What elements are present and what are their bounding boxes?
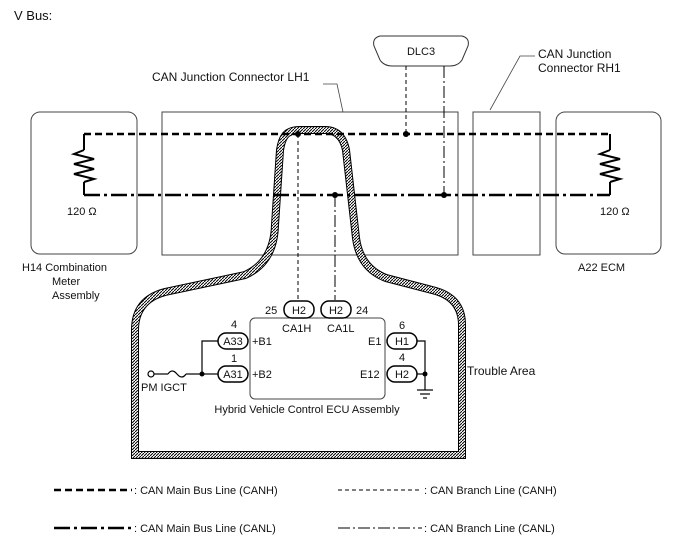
b1-signal-label: +B1 [252, 336, 272, 348]
can-junction-connector-lh1-box [161, 111, 459, 256]
ecu-canl-junction-dot [332, 192, 338, 198]
legend-branch-canh-label: : CAN Branch Line (CANH) [424, 485, 557, 497]
left-resistor-value: 120 Ω [67, 206, 97, 218]
ca1l-signal-label: CA1L [327, 323, 355, 335]
right-resistor-value: 120 Ω [600, 206, 630, 218]
ca1h-pin-number: 25 [265, 305, 277, 317]
h2-ground-connector-id: H2 [395, 369, 409, 381]
ca1l-connector [320, 300, 352, 319]
e12-pin-number: 4 [399, 352, 405, 364]
can-jc-lh1-label: CAN Junction Connector LH1 [152, 70, 310, 84]
e1-ground-wire [417, 340, 426, 390]
ecm-box [555, 111, 662, 255]
ca1h-connector [283, 300, 315, 319]
legend-main-canh-label: : CAN Main Bus Line (CANH) [134, 485, 278, 497]
meter-label-line3: Assembly [52, 290, 100, 302]
fuse-icon [167, 370, 187, 378]
meter-label-line1: H14 Combination [22, 262, 107, 274]
lh1-leader-line [323, 83, 344, 113]
ecm-label: A22 ECM [578, 262, 625, 274]
b1-b2-link-wire [201, 340, 218, 374]
dlc3-connector [373, 35, 469, 67]
legend-branch-canl-label: : CAN Branch Line (CANL) [424, 523, 555, 535]
can-jc-rh1-label-line2: Connector RH1 [538, 61, 621, 75]
b1-pin-number: 4 [231, 319, 237, 331]
hv-ecu-box [249, 317, 386, 400]
rh1-leader-line [489, 55, 535, 111]
legend-main-canl-label: : CAN Main Bus Line (CANL) [134, 523, 276, 535]
h1-connector-id: H1 [395, 336, 409, 348]
ca1l-connector-id: H2 [329, 305, 343, 317]
b2-signal-label: +B2 [252, 369, 272, 381]
hv-ecu-label: Hybrid Vehicle Control ECU Assembly [214, 404, 400, 416]
power-source-label: PM IGCT [141, 382, 187, 394]
dlc3-label: DLC3 [407, 46, 435, 58]
can-jc-rh1-label-line1: CAN Junction [538, 47, 611, 61]
ecu-canh-junction-dot [295, 131, 301, 137]
meter-label-line2: Meter [52, 276, 80, 288]
power-source-terminal-icon [147, 370, 155, 378]
dlc3-canh-junction-dot [403, 131, 409, 137]
dlc3-canl-junction-dot [441, 192, 447, 198]
ground-junction-dot [422, 371, 428, 377]
ca1h-signal-label: CA1H [282, 323, 311, 335]
trouble-area-label: Trouble Area [467, 364, 536, 378]
a33-connector-id: A33 [223, 336, 243, 348]
left-resistor-icon [70, 149, 98, 183]
e12-signal-label: E12 [360, 369, 380, 381]
ca1h-connector-id: H2 [292, 305, 306, 317]
b2-pin-number: 1 [231, 353, 237, 365]
e1-pin-number: 6 [399, 320, 405, 332]
a31-connector-id: A31 [223, 369, 243, 381]
ca1l-pin-number: 24 [356, 305, 368, 317]
right-resistor-icon [596, 149, 624, 183]
can-junction-connector-rh1-box [472, 111, 541, 256]
trouble-area-hatch [132, 127, 465, 458]
page-title: V Bus: [14, 8, 52, 23]
e1-signal-label: E1 [368, 336, 381, 348]
ground-icon [417, 389, 433, 399]
